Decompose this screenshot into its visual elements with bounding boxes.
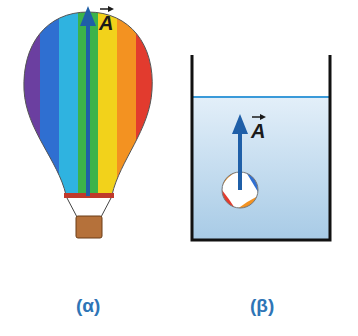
basket — [76, 216, 102, 238]
vector-mark — [260, 114, 266, 120]
force-label: A — [99, 13, 113, 33]
water-surface — [193, 96, 329, 98]
force-label: A — [251, 121, 265, 141]
rope — [67, 198, 77, 217]
rope — [101, 198, 111, 217]
arrow-head — [80, 6, 96, 26]
arrow-head — [232, 114, 248, 134]
envelope-outline — [24, 12, 152, 195]
vector-mark — [108, 6, 114, 12]
panel-label: (β) — [250, 296, 274, 315]
water — [193, 97, 329, 239]
force-arrow — [238, 132, 242, 190]
force-arrow — [86, 24, 90, 196]
container — [192, 55, 330, 240]
panel-label: (α) — [76, 296, 100, 315]
balloon-envelope — [20, 10, 156, 200]
